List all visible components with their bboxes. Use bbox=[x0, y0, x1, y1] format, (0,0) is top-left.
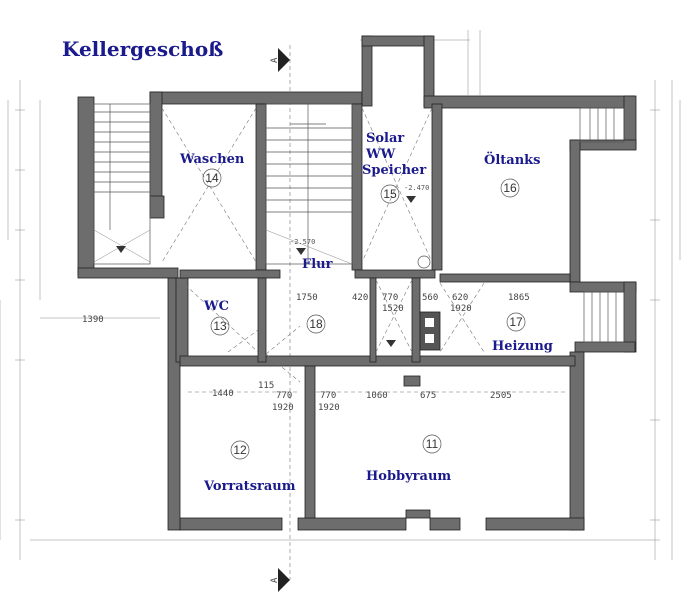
room-label-solar-line1: Solar bbox=[366, 131, 404, 146]
dimension-label: 770 bbox=[276, 391, 292, 401]
room-label-heizung: Heizung bbox=[492, 339, 553, 354]
vertical-dimension-ticks bbox=[15, 109, 660, 521]
dimension-label: 675 bbox=[420, 391, 436, 401]
drain-icon bbox=[116, 246, 126, 253]
walls bbox=[77, 35, 637, 531]
room-number-circle bbox=[506, 312, 526, 332]
round-fixture-icon bbox=[417, 255, 431, 269]
dimension-label: 770 bbox=[320, 391, 336, 401]
dimension-label: 115 bbox=[258, 381, 274, 391]
room-number-solar: 15 bbox=[383, 187, 397, 201]
dimension-label: 1920 bbox=[318, 403, 340, 413]
floor-markers bbox=[116, 196, 431, 347]
room-number-wc: 13 bbox=[213, 319, 227, 333]
center-stair bbox=[265, 103, 353, 265]
dimension-label: 1865 bbox=[508, 293, 530, 303]
stairs bbox=[93, 103, 625, 343]
dimension-label: 2505 bbox=[490, 391, 512, 401]
dimension-label: 1440 bbox=[212, 389, 234, 399]
dimension-label: 770 bbox=[382, 293, 398, 303]
dimension-labels: 1750 420 770 1520 560 620 1920 1865 1440… bbox=[82, 184, 530, 413]
room-number-circle bbox=[500, 178, 520, 198]
room-number-circle bbox=[422, 434, 442, 454]
room-number-waschen: 14 bbox=[205, 171, 219, 185]
room-labels: Waschen 14 Solar WW Speicher 15 Öltanks … bbox=[179, 131, 553, 494]
room-label-flur: Flur bbox=[302, 257, 333, 272]
room-number-circle bbox=[380, 184, 400, 204]
section-letter-top: A bbox=[270, 57, 280, 63]
room-number-vorratsraum: 12 bbox=[233, 443, 247, 457]
room-number-oeltanks: 16 bbox=[503, 181, 517, 195]
dimension-label: 1390 bbox=[82, 315, 104, 325]
room-label-solar-line3: Speicher bbox=[362, 163, 426, 178]
room-number-hobbyraum: 11 bbox=[426, 437, 439, 451]
room-label-oeltanks: Öltanks bbox=[484, 151, 540, 168]
room-number-circle bbox=[210, 316, 230, 336]
room-label-hobbyraum: Hobbyraum bbox=[366, 469, 451, 484]
room-number-flur: 18 bbox=[309, 317, 323, 331]
dimension-label: 560 bbox=[422, 293, 438, 303]
dimension-label: 1520 bbox=[382, 304, 404, 314]
construction-lines bbox=[0, 30, 681, 560]
room-label-vorratsraum: Vorratsraum bbox=[203, 479, 296, 494]
section-letter-bottom: A bbox=[270, 577, 280, 583]
door-swings bbox=[161, 107, 568, 393]
plan-title: Kellergeschoß bbox=[62, 37, 223, 61]
left-stair bbox=[93, 103, 151, 265]
dimension-label: 1060 bbox=[366, 391, 388, 401]
section-arrow-top-icon bbox=[278, 48, 290, 72]
dimension-label: 1920 bbox=[272, 403, 294, 413]
dimension-label: 1750 bbox=[296, 293, 318, 303]
room-number-heizung: 17 bbox=[509, 315, 523, 329]
room-number-circle bbox=[306, 314, 326, 334]
level-label: -2.470 bbox=[404, 184, 429, 192]
section-line: A A bbox=[270, 45, 291, 592]
room-number-circle bbox=[202, 168, 222, 188]
drain-icon bbox=[296, 248, 306, 255]
room-label-solar-line2: WW bbox=[365, 147, 396, 162]
dimension-label: 1920 bbox=[450, 304, 472, 314]
level-label: -2.570 bbox=[290, 238, 315, 246]
right-stair bbox=[579, 107, 625, 343]
dimension-label: 420 bbox=[352, 293, 368, 303]
section-arrow-bottom-icon bbox=[278, 568, 290, 592]
drain-icon bbox=[386, 340, 396, 347]
room-number-circle bbox=[230, 440, 250, 460]
room-label-waschen: Waschen bbox=[179, 152, 245, 167]
room-label-wc: WC bbox=[203, 299, 229, 314]
dimension-label: 620 bbox=[452, 293, 468, 303]
drain-icon bbox=[406, 196, 416, 203]
